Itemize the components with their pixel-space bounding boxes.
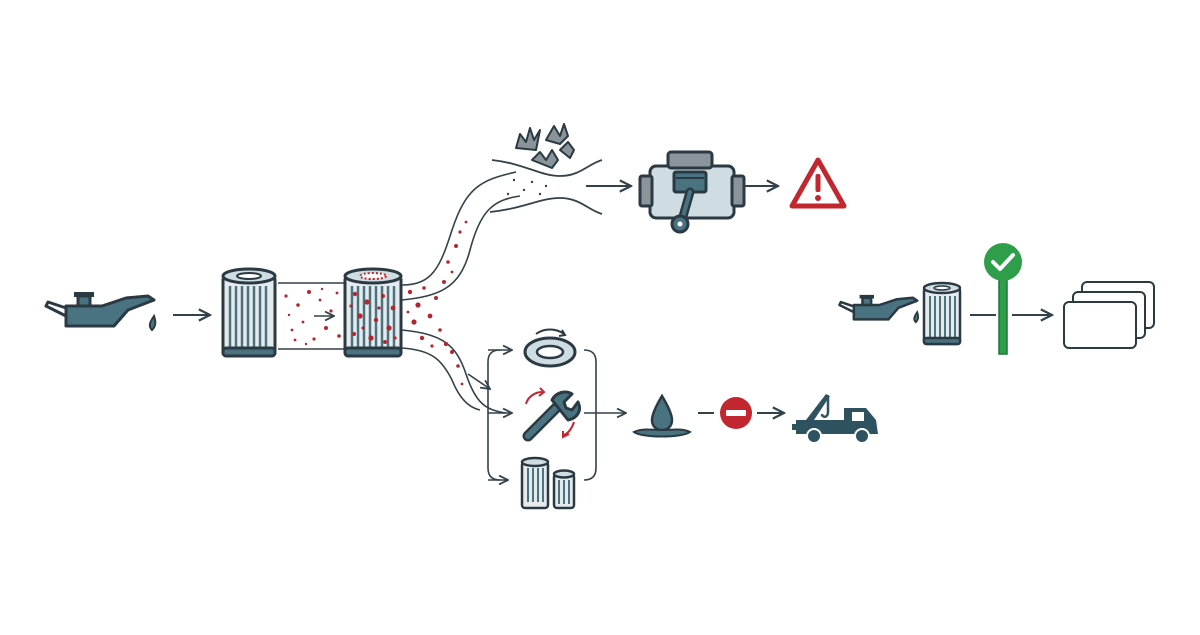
stacked-cards-icon	[1063, 281, 1155, 349]
wrench-icon	[522, 387, 582, 442]
causes-brackets	[487, 350, 626, 480]
engine-piston-icon	[638, 150, 746, 234]
clean-oil-filter-icon	[221, 267, 277, 358]
clogged-oil-filter-icon	[343, 267, 403, 358]
debris-particles	[284, 287, 341, 346]
restricted-flow-icon	[489, 159, 603, 215]
metal-fragments-icon	[515, 123, 575, 169]
oil-can-icon	[838, 294, 920, 324]
warning-triangle-icon	[789, 157, 847, 209]
tow-truck-icon	[792, 394, 878, 444]
oil-drop-leak-icon	[632, 393, 692, 438]
oil-channel	[278, 282, 344, 350]
oil-can-icon	[44, 292, 157, 332]
checkmark-icon	[984, 243, 1022, 355]
gasket-ring-icon	[523, 328, 577, 368]
branch-flow	[401, 171, 521, 414]
no-entry-icon	[720, 397, 752, 429]
debris-particles	[406, 220, 468, 386]
mismatched-filters-icon	[520, 456, 576, 510]
oil-filter-icon	[922, 281, 962, 346]
